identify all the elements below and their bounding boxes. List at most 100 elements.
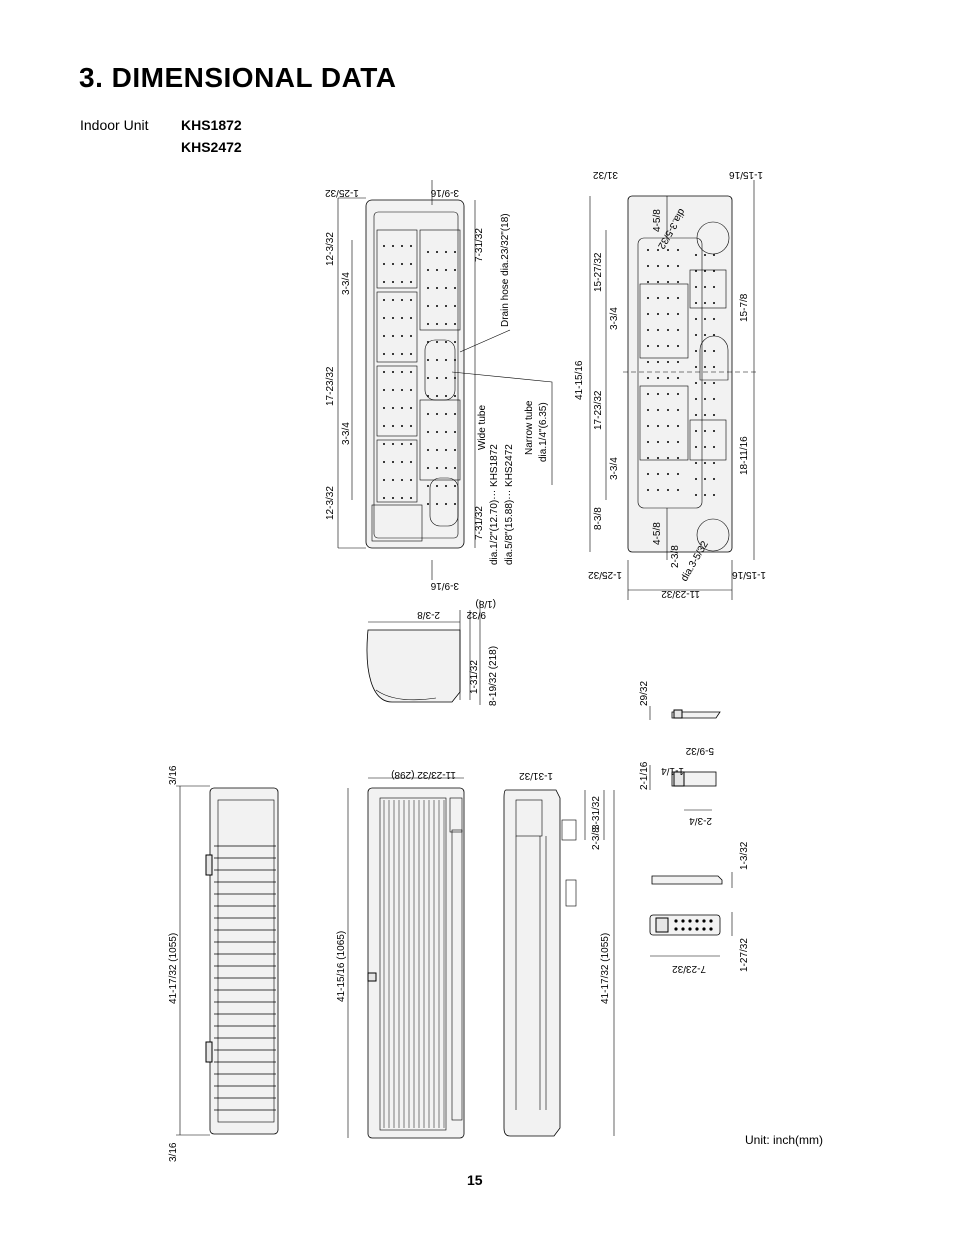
screw-hole-dot (436, 359, 438, 361)
screw-hole-dot (383, 245, 385, 247)
dim-label: 7-31/32 (474, 506, 485, 540)
screw-hole-dot (445, 413, 447, 415)
remote-button (695, 919, 699, 923)
screw-hole-dot (695, 334, 697, 336)
screw-hole-dot (401, 245, 403, 247)
screw-hole-dot (657, 377, 659, 379)
screw-hole-dot (647, 393, 649, 395)
screw-hole-dot (677, 441, 679, 443)
screw-hole-dot (445, 467, 447, 469)
dim-label: (1/8) (475, 598, 496, 609)
screw-hole-dot (677, 329, 679, 331)
screw-hole-dot (713, 334, 715, 336)
screw-hole-dot (704, 366, 706, 368)
screw-hole-dot (445, 503, 447, 505)
screw-hole-dot (695, 286, 697, 288)
screw-hole-dot (392, 263, 394, 265)
screw-hole-dot (454, 287, 456, 289)
screw-hole-dot (695, 350, 697, 352)
indoor-unit-label: Indoor Unit (80, 117, 149, 133)
screw-hole-dot (445, 377, 447, 379)
screw-hole-dot (401, 497, 403, 499)
screw-hole-dot (410, 317, 412, 319)
screw-hole-dot (647, 441, 649, 443)
dim-label: 11-23/32 (661, 588, 700, 599)
screw-hole-dot (667, 377, 669, 379)
screw-hole-dot (392, 371, 394, 373)
screw-hole-dot (647, 361, 649, 363)
screw-hole-dot (401, 299, 403, 301)
dim-label: 1-25/32 (325, 187, 359, 198)
screw-hole-dot (427, 305, 429, 307)
screw-hole-dot (677, 425, 679, 427)
screw-hole-dot (454, 395, 456, 397)
screw-hole-dot (454, 431, 456, 433)
screw-hole-dot (383, 407, 385, 409)
screw-hole-dot (383, 443, 385, 445)
page-title: 3. DIMENSIONAL DATA (79, 62, 397, 93)
screw-hole-dot (383, 263, 385, 265)
screw-hole-dot (713, 414, 715, 416)
dim-label: 31/32 (593, 169, 618, 180)
screw-hole-dot (410, 461, 412, 463)
screw-hole-dot (713, 286, 715, 288)
screw-hole-dot (695, 462, 697, 464)
screw-hole-dot (454, 323, 456, 325)
dim-label: 12-3/32 (325, 486, 336, 520)
screw-hole-dot (647, 297, 649, 299)
screw-hole-dot (401, 371, 403, 373)
screw-hole-dot (427, 485, 429, 487)
screw-hole-dot (410, 479, 412, 481)
bottom-side-left (176, 785, 279, 1136)
screw-hole-dot (677, 457, 679, 459)
screw-hole-dot (392, 479, 394, 481)
screw-hole-dot (427, 269, 429, 271)
screw-hole-dot (657, 249, 659, 251)
screw-hole-dot (695, 494, 697, 496)
screw-hole-dot (436, 413, 438, 415)
screw-hole-dot (383, 497, 385, 499)
screw-hole-dot (647, 281, 649, 283)
screw-hole-dot (704, 318, 706, 320)
screw-hole-dot (667, 489, 669, 491)
screw-hole-dot (695, 382, 697, 384)
dim-label: 3-9/16 (430, 580, 459, 591)
screw-hole-dot (454, 341, 456, 343)
screw-hole-dot (713, 462, 715, 464)
dim-label: 3-3/4 (609, 307, 620, 330)
screw-hole-dot (427, 341, 429, 343)
screw-hole-dot (401, 443, 403, 445)
dim-label: 7-31/32 (474, 228, 485, 262)
page-number: 15 (467, 1172, 483, 1188)
dim-label: 11-23/32 (298) (391, 769, 456, 780)
dim-label: 41-17/32 (1055) (600, 933, 611, 1004)
screw-hole-dot (677, 281, 679, 283)
screw-hole-dot (383, 281, 385, 283)
side-section-labels: 2-3/8 9/32 (1/8) 1-31/32 8-19/32 (218) (417, 598, 499, 706)
screw-hole-dot (677, 313, 679, 315)
screw-hole-dot (657, 313, 659, 315)
screw-hole-dot (436, 287, 438, 289)
screw-hole-dot (677, 377, 679, 379)
screw-hole-dot (410, 443, 412, 445)
dim-label: 2-3/4 (689, 815, 712, 826)
screw-hole-dot (445, 395, 447, 397)
screw-hole-dot (647, 249, 649, 251)
remote-button (695, 927, 699, 931)
remote-button (709, 919, 713, 923)
screw-hole-dot (647, 409, 649, 411)
dim-label: 3-3/4 (341, 272, 352, 295)
screw-hole-dot (383, 425, 385, 427)
screw-hole-dot (667, 457, 669, 459)
screw-hole-dot (445, 359, 447, 361)
screw-hole-dot (410, 263, 412, 265)
screw-hole-dot (436, 341, 438, 343)
dim-label: 3-3/4 (341, 422, 352, 445)
screw-hole-dot (383, 353, 385, 355)
screw-hole-dot (713, 478, 715, 480)
screw-hole-dot (647, 489, 649, 491)
screw-hole-dot (401, 317, 403, 319)
dim-label: 17-23/32 (593, 390, 604, 430)
screw-hole-dot (392, 353, 394, 355)
screw-hole-dot (392, 425, 394, 427)
